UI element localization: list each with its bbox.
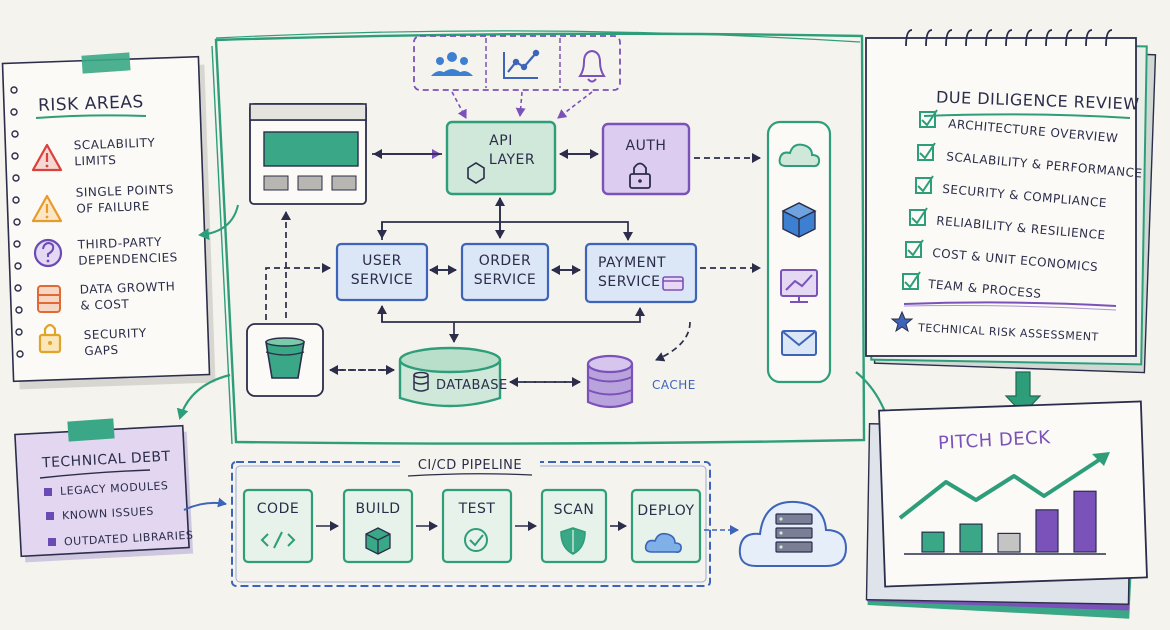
line-chart-icon: [503, 49, 540, 79]
user-service-box: [335, 242, 429, 302]
stage-label: Test: [458, 501, 496, 517]
question-circle-icon: [33, 238, 63, 268]
auth-label: Auth: [625, 138, 667, 154]
stage-label: Code: [256, 501, 300, 517]
deck-bar: [1035, 509, 1059, 553]
padlock-icon: [629, 162, 651, 189]
client-arrows: [451, 91, 593, 119]
risk-item-label: Scalabilitylimits: [73, 135, 156, 169]
cloud-icon: [778, 143, 821, 168]
database-icon: [37, 285, 61, 313]
check-circle-icon: [464, 528, 488, 552]
shield-icon: [560, 527, 586, 555]
warning-triangle-icon: [31, 194, 63, 223]
pipeline-title: CI/CD Pipeline: [400, 458, 540, 473]
cube-icon: [781, 202, 817, 238]
credit-card-icon: [662, 276, 684, 291]
web-client-window: [249, 103, 367, 205]
bullet-square: [48, 538, 56, 546]
bullet-square: [44, 488, 52, 496]
monitor-chart-icon: [780, 269, 818, 303]
stage-label: Build: [355, 501, 401, 517]
stage-test-box: [441, 488, 513, 564]
growth-trend-arrow: [898, 452, 1110, 520]
tape-strip: [81, 52, 131, 74]
lock-icon: [38, 323, 62, 354]
stage-label: Scan: [553, 502, 595, 518]
bullet-square: [46, 512, 54, 520]
user-service-label: UserService: [350, 253, 414, 288]
bell-icon: [578, 49, 606, 83]
database-label: Database: [436, 378, 508, 393]
deck-bar: [921, 531, 945, 553]
deck-bar: [1073, 490, 1097, 553]
tape-strip: [67, 418, 115, 442]
risk-item-label: SecurityGaps: [83, 325, 147, 359]
architecture-connectors: [265, 149, 761, 387]
risk-item-label: Third-PartyDependencies: [77, 234, 179, 268]
client-icons-group: [413, 35, 621, 91]
technical-debt-panel: [14, 418, 194, 563]
users-icon: [431, 52, 473, 76]
cloud-upload-icon: [644, 532, 682, 553]
deck-bar: [959, 523, 983, 553]
auth-box: [601, 122, 691, 196]
spiral-binding: [10, 86, 24, 358]
risk-areas-title: Risk Areas: [37, 92, 145, 116]
stage-build-box: [342, 488, 414, 564]
api-layer-label: APILayer: [488, 133, 536, 168]
deck-bar: [997, 532, 1021, 553]
api-layer-box: [445, 120, 557, 196]
payment-service-box: [584, 242, 698, 304]
risk-item-label: Single Pointsof Failure: [75, 182, 175, 216]
warning-triangle-icon: [31, 143, 63, 172]
cache-stack: [586, 354, 634, 409]
stage-code-box: [242, 488, 314, 564]
hexagon-icon: [467, 162, 485, 184]
database-small-icon: [413, 371, 429, 392]
database-cylinder: [398, 346, 502, 408]
cache-label: Cache: [652, 378, 696, 392]
payment-service-label: PaymentService: [598, 255, 667, 290]
server-cloud-icon: [738, 500, 848, 567]
notebook-rings: [905, 29, 1113, 47]
storage-bucket-box: [246, 323, 324, 397]
checkbox-group: [902, 109, 938, 290]
order-service-label: OrderService: [473, 253, 537, 288]
star-icon: [890, 310, 914, 333]
pitch-deck-bar-chart: [921, 490, 1097, 553]
cloud-services-column: [766, 120, 832, 384]
stage-label: Deploy: [637, 503, 695, 519]
order-service-box: [460, 242, 550, 302]
due-diligence-notebook: [865, 29, 1157, 374]
box-icon: [365, 527, 391, 555]
envelope-icon: [781, 330, 817, 356]
pipeline-arrows: [316, 521, 739, 535]
code-brackets-icon: [260, 531, 296, 549]
stage-scan-box: [540, 488, 608, 564]
risk-item-label: Data Growth& Cost: [79, 279, 176, 313]
